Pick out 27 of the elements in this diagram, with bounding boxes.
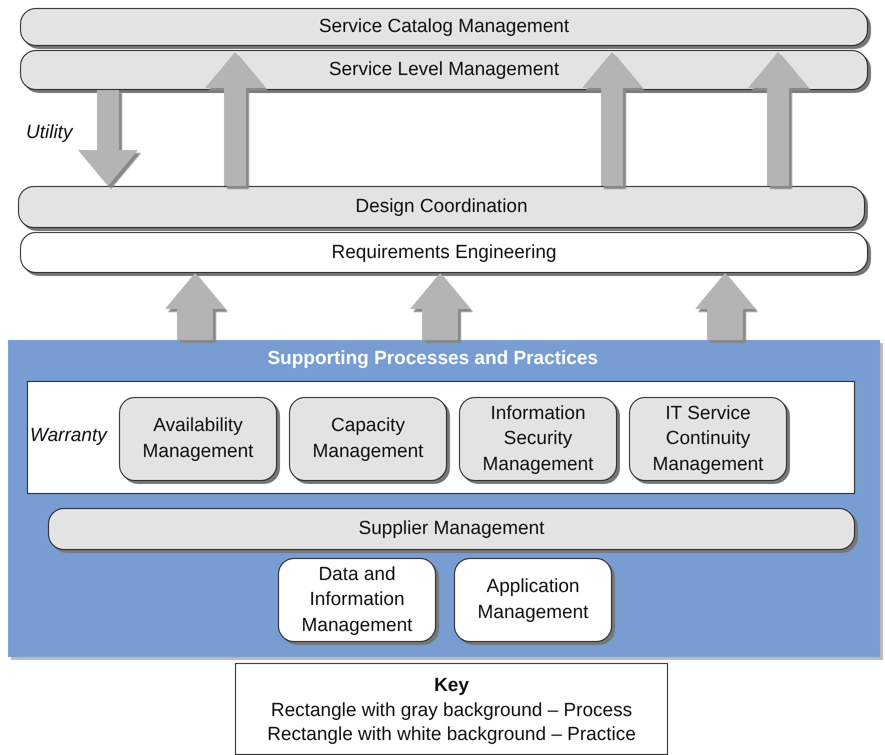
key-title: Key	[433, 674, 470, 698]
process-box: Information Security Management	[459, 397, 617, 481]
block-arrow	[748, 52, 808, 186]
key-entry: Rectangle with white background – Practice	[266, 723, 637, 748]
process-box: Design Coordination	[18, 186, 865, 228]
practice-box: Application Management	[454, 558, 612, 642]
block-arrow	[582, 52, 642, 186]
process-box: Supplier Management	[48, 508, 855, 550]
process-box: Service Catalog Management	[20, 8, 868, 46]
block-arrow	[410, 273, 470, 340]
process-box: Capacity Management	[289, 397, 447, 481]
process-box: Service Level Management	[20, 50, 868, 90]
block-arrow	[205, 52, 265, 186]
block-arrow	[78, 90, 138, 186]
warranty-frame	[27, 381, 855, 494]
key-entry: Rectangle with gray background – Process	[270, 698, 634, 723]
supporting-panel	[8, 340, 880, 657]
process-box: Availability Management	[119, 397, 277, 481]
warranty-label: Warranty	[30, 425, 107, 447]
panel-heading: Supporting Processes and Practices	[266, 348, 598, 370]
process-box: IT Service Continuity Management	[629, 397, 787, 481]
block-arrow	[695, 273, 755, 340]
practice-box: Data and Information Management	[278, 558, 436, 642]
block-arrow	[165, 273, 225, 340]
key-box	[235, 663, 668, 755]
practice-box: Requirements Engineering	[20, 232, 868, 273]
edge-label: Utility	[26, 122, 72, 144]
